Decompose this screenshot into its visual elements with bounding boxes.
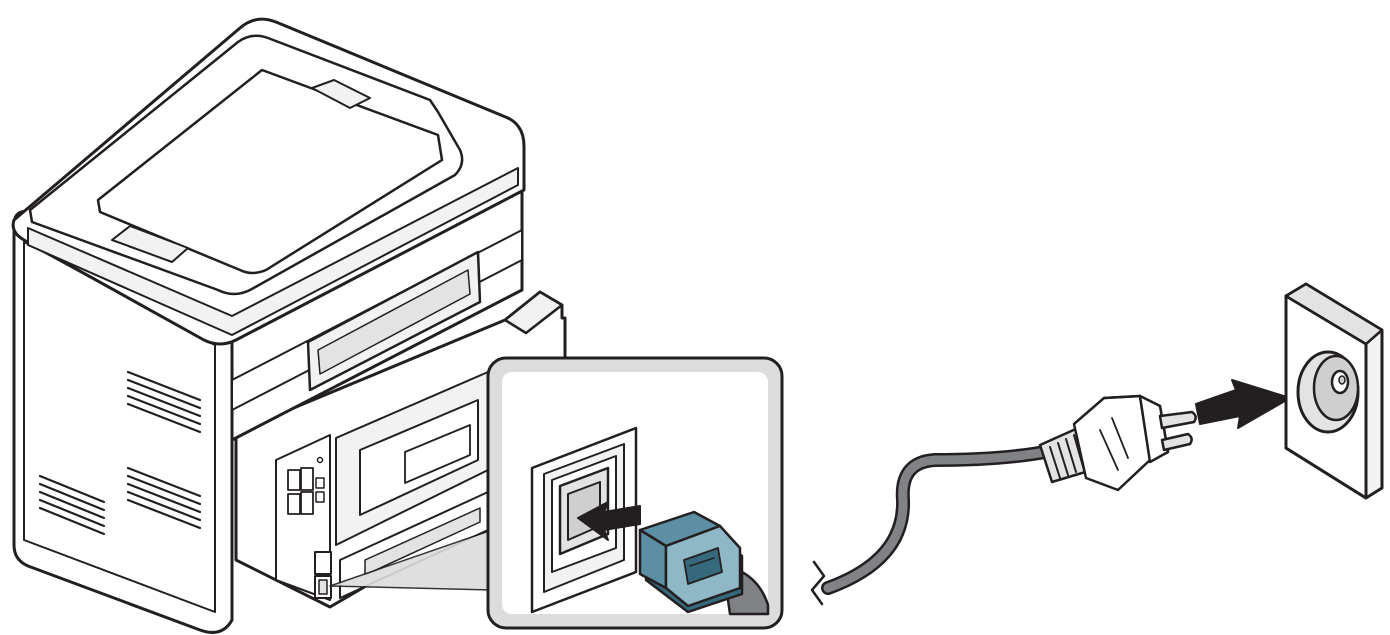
insert-arrow-outlet <box>1195 379 1291 429</box>
printer-main-body <box>11 17 526 634</box>
wall-outlet <box>1284 282 1384 500</box>
printer-power-inlet <box>314 551 332 599</box>
insert-arrow-inlet <box>577 501 641 541</box>
power-connector-c13 <box>638 510 770 616</box>
schuko-plug <box>1038 394 1197 492</box>
power-cable <box>810 445 1052 606</box>
inlet-detail-callout <box>486 356 784 630</box>
cable-break-mark <box>810 560 826 606</box>
printer-illustration <box>11 17 567 634</box>
printer-side-vents <box>38 370 202 536</box>
